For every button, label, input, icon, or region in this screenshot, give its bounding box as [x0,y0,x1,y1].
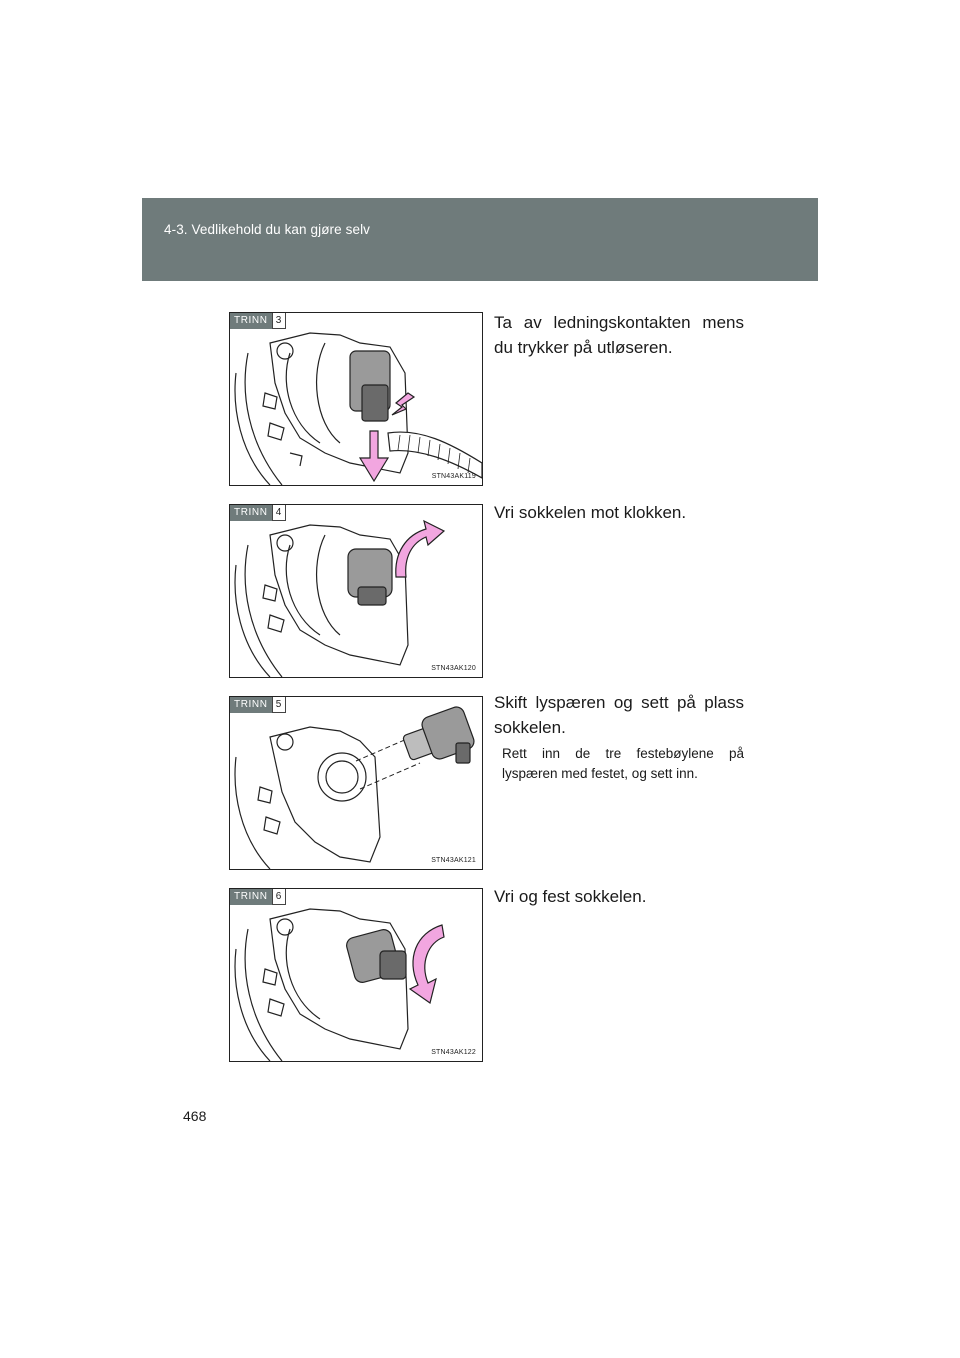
step-number: 4 [271,505,286,521]
step-5-instruction: Skift lyspæren og sett på plass sokkelen… [494,693,744,737]
step-5-figure: TRINN 5 STN43AK121 [229,696,483,870]
socket-fasten-illustration [234,908,445,1061]
figure-code: STN43AK120 [431,665,476,672]
step-6-instruction: Vri og fest sokkelen. [494,887,647,906]
step-number: 3 [271,313,286,329]
step-label: TRINN [230,889,272,905]
step-badge: TRINN 5 [230,697,286,713]
step-badge: TRINN 4 [230,505,286,521]
step-4-instruction: Vri sokkelen mot klokken. [494,503,687,522]
step-4-figure: TRINN 4 STN43AK120 [229,504,483,678]
step-label: TRINN [230,505,272,521]
socket-rotate-counterclockwise-illustration [234,519,446,677]
step-label: TRINN [230,313,272,329]
step-number: 6 [271,889,286,905]
figure-code: STN43AK121 [431,857,476,864]
step-3-instruction: Ta av ledningskontakten mens du trykker … [494,313,744,357]
step-6-figure: TRINN 6 STN43AK122 [229,888,483,1062]
figure-code: STN43AK119 [431,473,476,480]
section-header: 4-3. Vedlikehold du kan gjøre selv [142,198,818,281]
section-title: 4-3. Vedlikehold du kan gjøre selv [164,222,371,237]
step-3-figure: TRINN 3 STN43AK119 [229,312,483,486]
step-number: 5 [271,697,286,713]
connector-removal-illustration [234,332,482,485]
bulb-replacement-illustration [234,706,475,869]
step-badge: TRINN 6 [230,889,286,905]
step-label: TRINN [230,697,272,713]
step-badge: TRINN 3 [230,313,286,329]
step-5-note: Rett inn de tre festebøylene på lyspæren… [502,746,744,781]
page-number: 468 [183,1108,207,1124]
figure-code: STN43AK122 [431,1049,476,1056]
